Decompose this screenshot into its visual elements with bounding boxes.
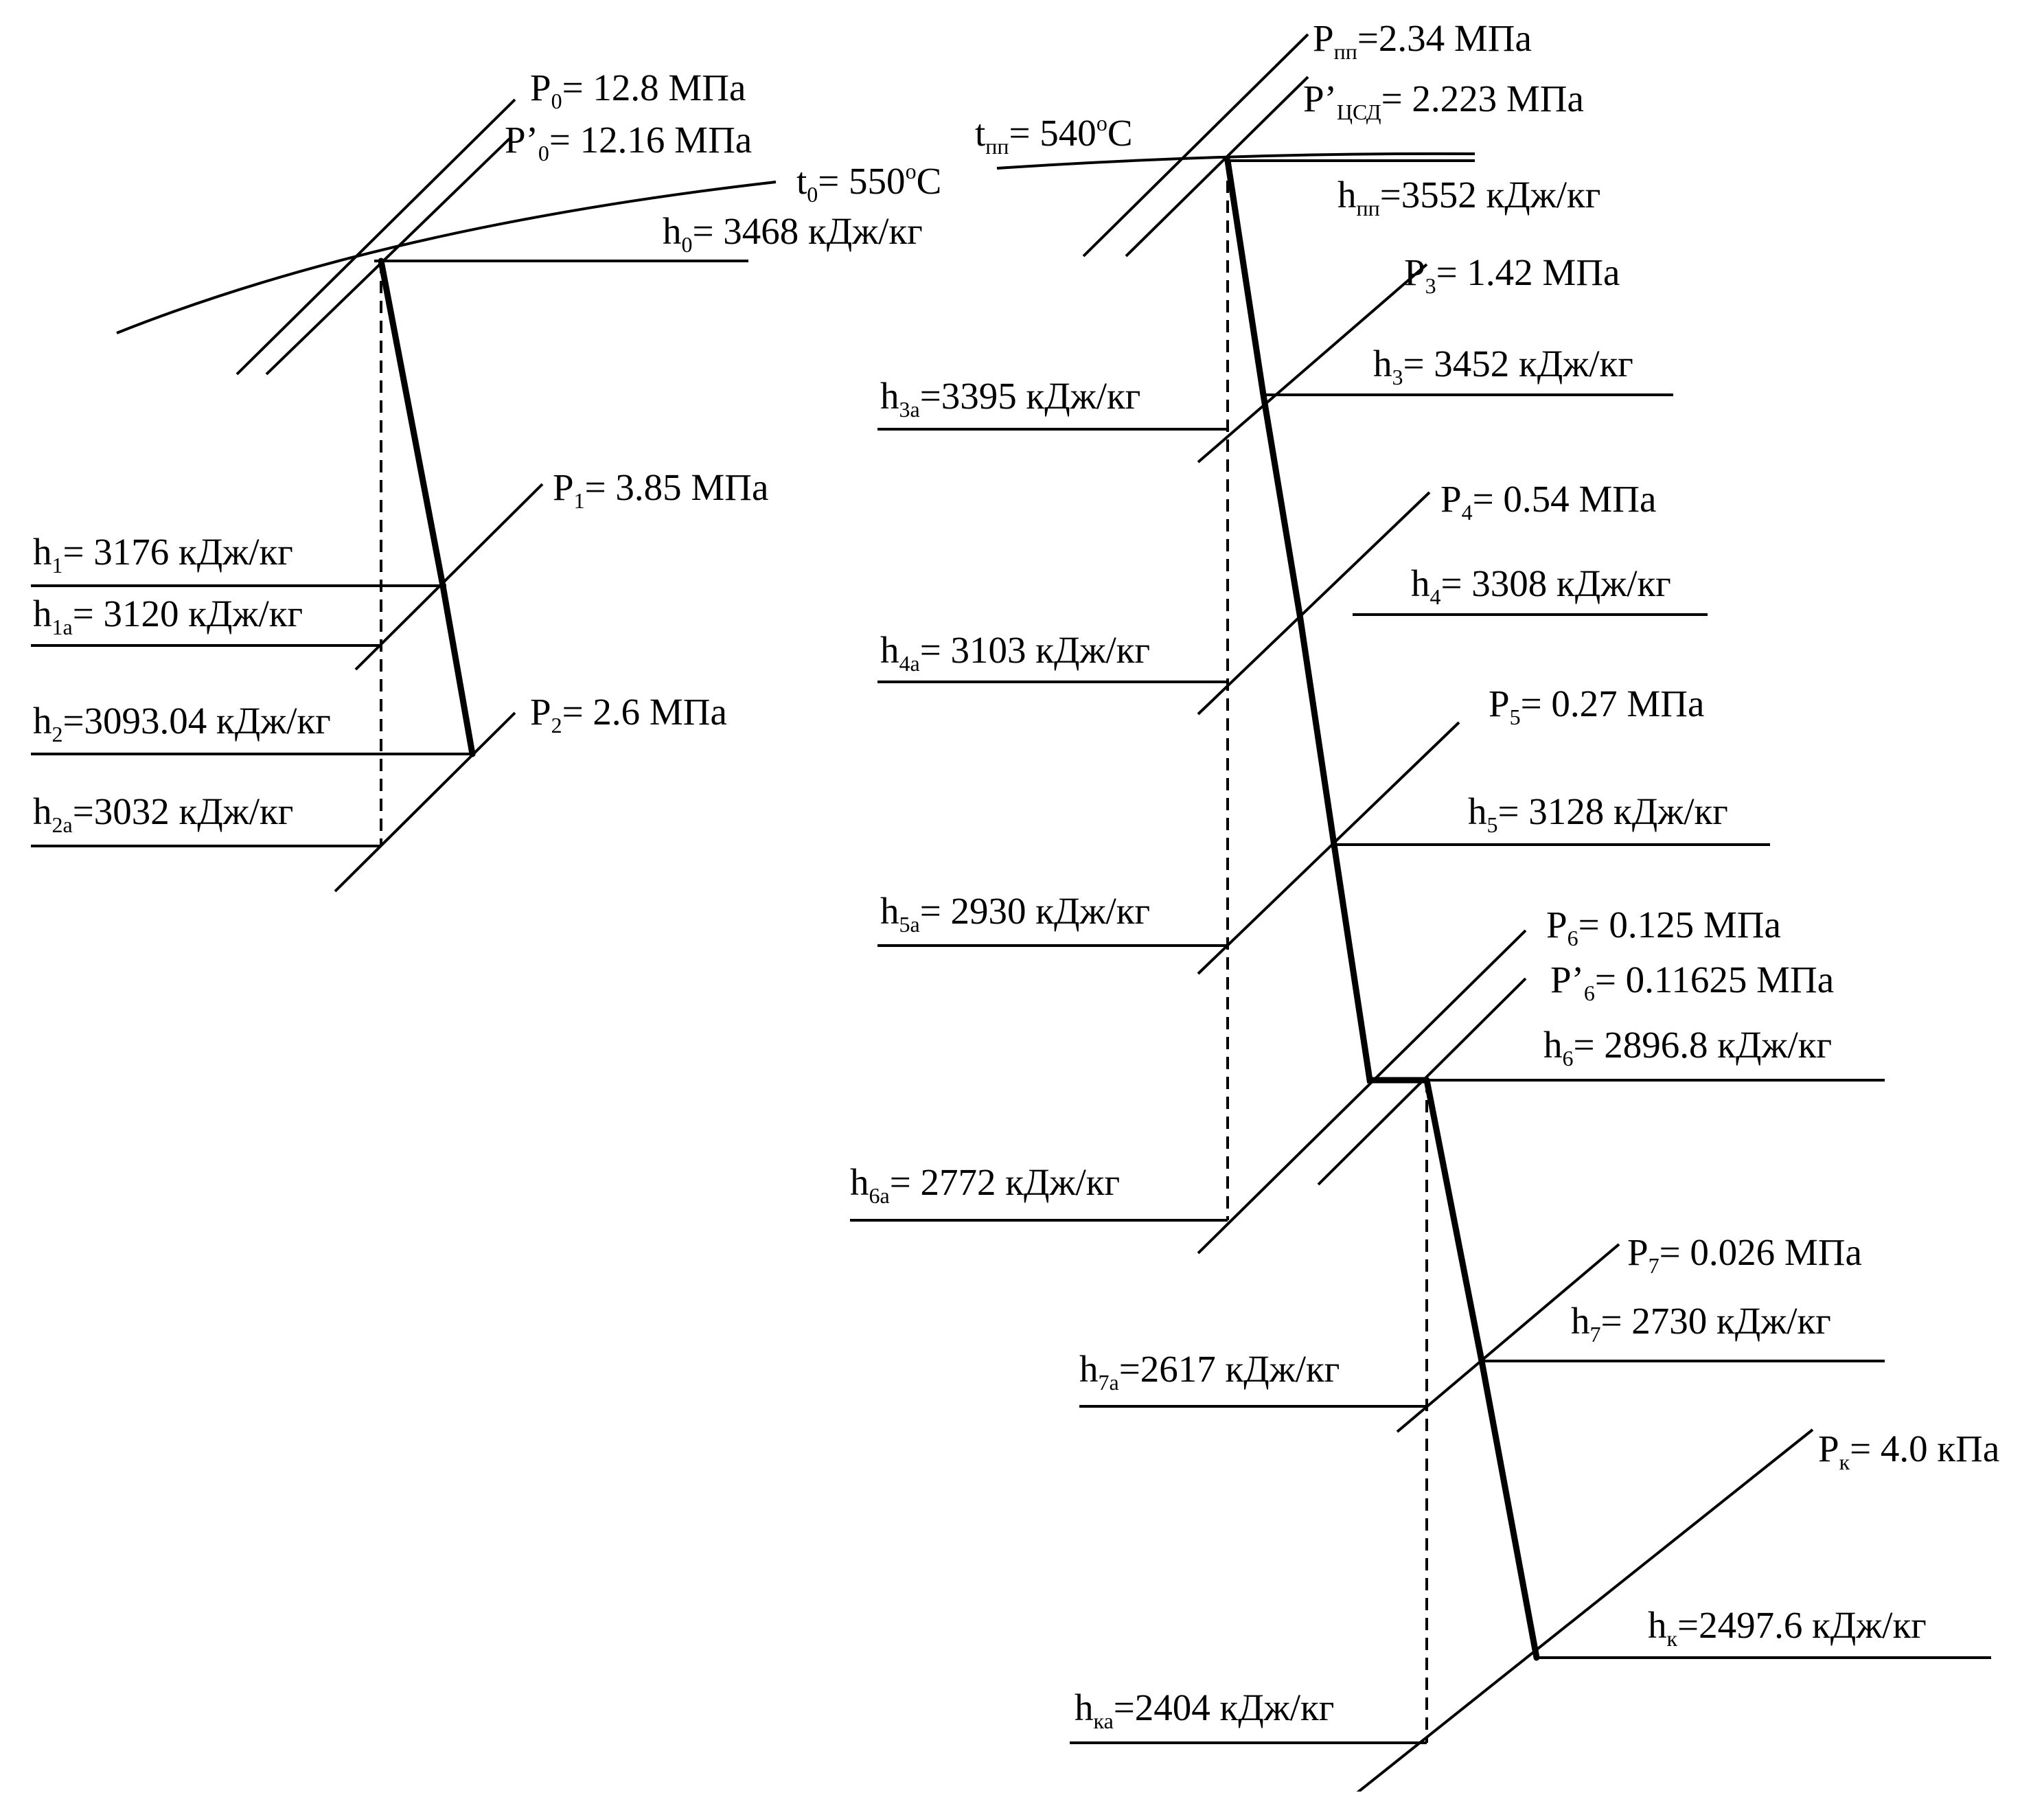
label-p5: P5= 0.27 МПа bbox=[1489, 683, 1704, 729]
isotherm-tpp bbox=[996, 152, 1475, 170]
label-p3: P3= 1.42 МПа bbox=[1404, 251, 1620, 298]
label-h6a: h6a= 2772 кДж/кг bbox=[850, 1161, 1120, 1208]
ip-expansion-line bbox=[1224, 157, 1430, 1084]
label-h5a: h5a= 2930 кДж/кг bbox=[880, 890, 1150, 937]
label-h1a: h1a= 3120 кДж/кг bbox=[33, 593, 303, 639]
lp-expansion-line bbox=[1423, 1077, 1540, 1661]
label-pcsd: P’ЦСД= 2.223 МПа bbox=[1303, 78, 1584, 124]
label-h7: h7= 2730 кДж/кг bbox=[1571, 1300, 1831, 1347]
label-p7: P7= 0.026 МПа bbox=[1627, 1231, 1862, 1278]
isobar-pk bbox=[1355, 1428, 1814, 1795]
isobar-p2 bbox=[334, 711, 516, 893]
isobar-p7 bbox=[1396, 1243, 1620, 1433]
label-hpp: hпп=3552 кДж/кг bbox=[1337, 174, 1600, 220]
isobar-pcsd bbox=[1125, 76, 1309, 258]
label-h6: h6= 2896.8 кДж/кг bbox=[1543, 1024, 1832, 1071]
label-tpp: tпп= 540oC bbox=[975, 111, 1133, 159]
label-p4: P4= 0.54 МПа bbox=[1440, 478, 1656, 525]
label-p0-prime: P’0= 12.16 МПа bbox=[505, 119, 752, 165]
label-p1: P1= 3.85 МПа bbox=[553, 466, 768, 513]
isobar-p0-prime bbox=[265, 137, 511, 376]
isotherm-t0 bbox=[116, 181, 777, 334]
label-h3: h3= 3452 кДж/кг bbox=[1373, 343, 1633, 389]
label-hk: hк=2497.6 кДж/кг bbox=[1648, 1604, 1927, 1651]
hp-expansion-line bbox=[378, 258, 476, 757]
label-h2: h2=3093.04 кДж/кг bbox=[33, 700, 331, 746]
isobar-p5 bbox=[1197, 721, 1460, 975]
isobar-p6 bbox=[1197, 929, 1527, 1255]
label-h3a: h3a=3395 кДж/кг bbox=[880, 375, 1140, 422]
label-p6-prime: P’6= 0.11625 МПа bbox=[1550, 959, 1834, 1005]
label-h4: h4= 3308 кДж/кг bbox=[1411, 562, 1671, 609]
label-h1: h1= 3176 кДж/кг bbox=[33, 531, 293, 578]
label-h7a: h7a=2617 кДж/кг bbox=[1079, 1348, 1340, 1395]
label-p6: P6= 0.125 МПа bbox=[1546, 904, 1781, 950]
isobar-p4 bbox=[1197, 491, 1431, 716]
label-p0: P0= 12.8 МПа bbox=[530, 67, 746, 113]
isobar-p3 bbox=[1197, 263, 1428, 464]
label-h4a: h4a= 3103 кДж/кг bbox=[880, 629, 1150, 676]
label-t0: t0= 550oC bbox=[796, 159, 941, 207]
label-h0: h0= 3468 кДж/кг bbox=[663, 210, 923, 257]
label-hka: hка=2404 кДж/кг bbox=[1075, 1687, 1334, 1733]
isobar-p0 bbox=[236, 98, 516, 376]
label-pk: Pк= 4.0 кПа bbox=[1818, 1428, 1999, 1474]
isobar-p1 bbox=[354, 483, 544, 671]
label-h5: h5= 3128 кДж/кг bbox=[1468, 790, 1728, 837]
label-p2: P2= 2.6 МПа bbox=[530, 691, 727, 738]
isobar-ppp bbox=[1082, 33, 1309, 258]
label-ppp: Pпп=2.34 МПа bbox=[1313, 17, 1532, 64]
label-h2a: h2a=3032 кДж/кг bbox=[33, 790, 293, 837]
